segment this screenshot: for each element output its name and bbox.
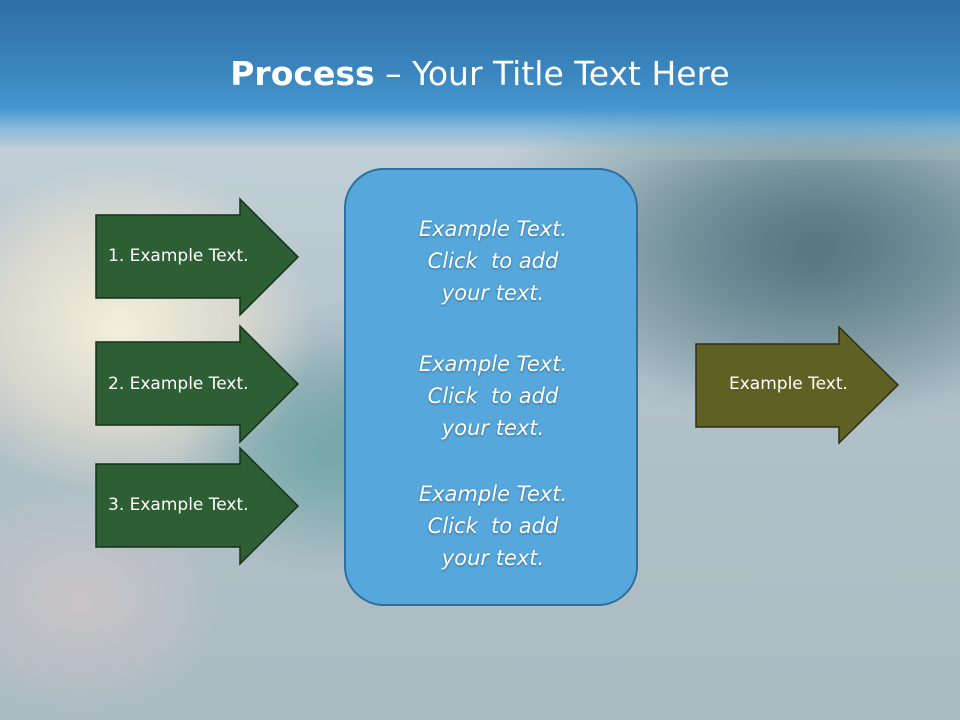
process-box[interactable]: Example Text. Click to add your text. Ex… [344, 168, 638, 606]
slide-title[interactable]: Process – Your Title Text Here [0, 52, 960, 96]
output-arrow-label: Example Text. [729, 374, 848, 394]
arrow-shape [695, 325, 900, 445]
input-arrow-3[interactable]: 3. Example Text. [95, 446, 300, 566]
input-arrow-1[interactable]: 1. Example Text. [95, 197, 300, 317]
process-item-1[interactable]: Example Text. Click to add your text. [418, 217, 568, 305]
input-arrow-2[interactable]: 2. Example Text. [95, 324, 300, 444]
title-rest: Your Title Text Here [412, 54, 730, 93]
title-dash: – [374, 54, 413, 93]
title-bar [0, 0, 960, 150]
title-bold: Process [230, 54, 375, 93]
input-arrow-label: 1. Example Text. [108, 246, 249, 266]
arrow-shape [95, 324, 300, 444]
input-arrow-label: 3. Example Text. [108, 495, 249, 515]
process-item-2[interactable]: Example Text. Click to add your text. [418, 352, 568, 440]
arrow-shape [95, 197, 300, 317]
arrow-shape [95, 446, 300, 566]
output-arrow[interactable]: Example Text. [695, 325, 900, 445]
input-arrow-label: 2. Example Text. [108, 374, 249, 394]
process-item-3[interactable]: Example Text. Click to add your text. [418, 482, 568, 570]
